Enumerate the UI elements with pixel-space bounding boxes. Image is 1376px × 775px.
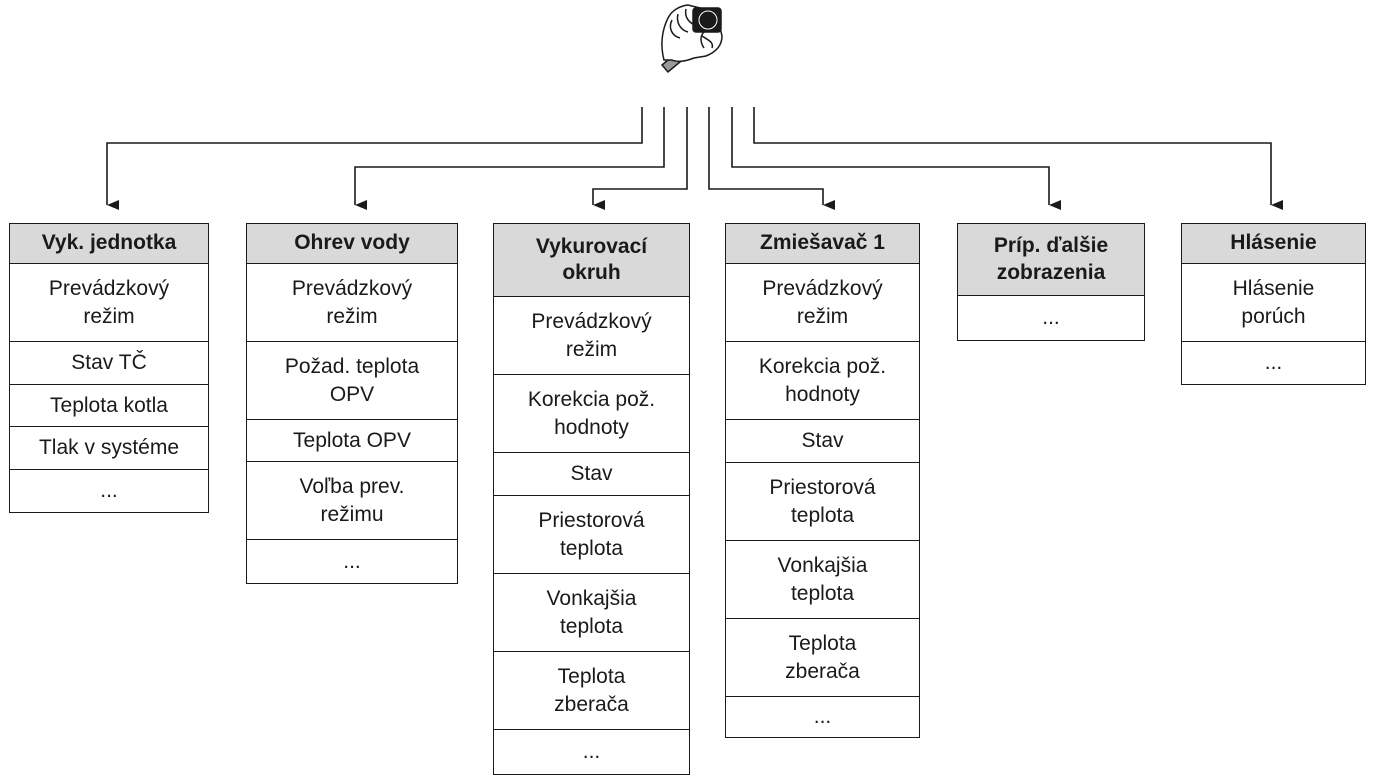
menu-item: Korekcia pož. hodnoty — [494, 375, 689, 453]
menu-item: Teplota OPV — [247, 420, 457, 462]
menu-title: Ohrev vody — [247, 224, 457, 264]
menu-item: ... — [100, 479, 118, 503]
menu-vykurovaci-okruh: Vykurovací okruh Prevádzkový režim Korek… — [493, 223, 690, 775]
menu-item: Vonkajšia teplota — [726, 541, 919, 619]
hand-turning-knob-icon — [660, 4, 723, 74]
menu-item: Priestorová teplota — [494, 496, 689, 574]
menu-title: Vyk. jednotka — [10, 224, 208, 264]
menu-item: ... — [1042, 306, 1060, 330]
menu-item: Tlak v systéme — [10, 427, 208, 470]
menu-item: Prevádzkový režim — [494, 297, 689, 375]
menu-item: Teplota kotla — [10, 385, 208, 427]
menu-item: ... — [343, 549, 361, 573]
menu-item: Prevádzkový režim — [10, 264, 208, 342]
menu-item: Požad. teplota OPV — [247, 342, 457, 420]
menu-item: Stav — [726, 420, 919, 463]
connector-zmiesavac — [708, 107, 835, 210]
connector-dalsie — [731, 107, 1061, 210]
menu-hlasenie: Hlásenie Hlásenie porúch ... — [1181, 223, 1366, 385]
menu-item: Prevádzkový režim — [726, 264, 919, 342]
connector-vykurovaci-okruh — [592, 107, 688, 210]
menu-item: Korekcia pož. hodnoty — [726, 342, 919, 420]
connector-ohrev-vody — [354, 107, 665, 210]
menu-item: Teplota zberača — [726, 619, 919, 697]
menu-item: Voľba prev. režimu — [247, 462, 457, 540]
menu-item: ... — [813, 705, 832, 729]
menu-item: Stav TČ — [10, 342, 208, 385]
connector-hlasenie — [753, 107, 1283, 210]
menu-item: Teplota zberača — [494, 652, 689, 730]
menu-item: Stav — [494, 453, 689, 496]
menu-item: Vonkajšia teplota — [494, 574, 689, 652]
menu-item: Prevádzkový režim — [247, 264, 457, 342]
menu-item: Hlásenie porúch — [1182, 264, 1365, 342]
menu-title: Vykurovací okruh — [494, 224, 689, 297]
menu-title: Hlásenie — [1182, 224, 1365, 264]
menu-title: Príp. ďalšie zobrazenia — [958, 224, 1144, 296]
connector-vyk-jednotka — [106, 107, 643, 210]
menu-item: Priestorová teplota — [726, 463, 919, 541]
menu-title: Zmiešavač 1 — [726, 224, 919, 264]
menu-vyk-jednotka: Vyk. jednotka Prevádzkový režim Stav TČ … — [9, 223, 209, 513]
connector-lines — [106, 107, 1283, 210]
menu-zmiesavac-1: Zmiešavač 1 Prevádzkový režim Korekcia p… — [725, 223, 920, 738]
menu-prip-dalsie-zobrazenia: Príp. ďalšie zobrazenia ... — [957, 223, 1145, 341]
menu-ohrev-vody: Ohrev vody Prevádzkový režim Požad. tepl… — [246, 223, 458, 584]
menu-item: ... — [582, 740, 601, 764]
menu-item: ... — [1264, 351, 1283, 375]
